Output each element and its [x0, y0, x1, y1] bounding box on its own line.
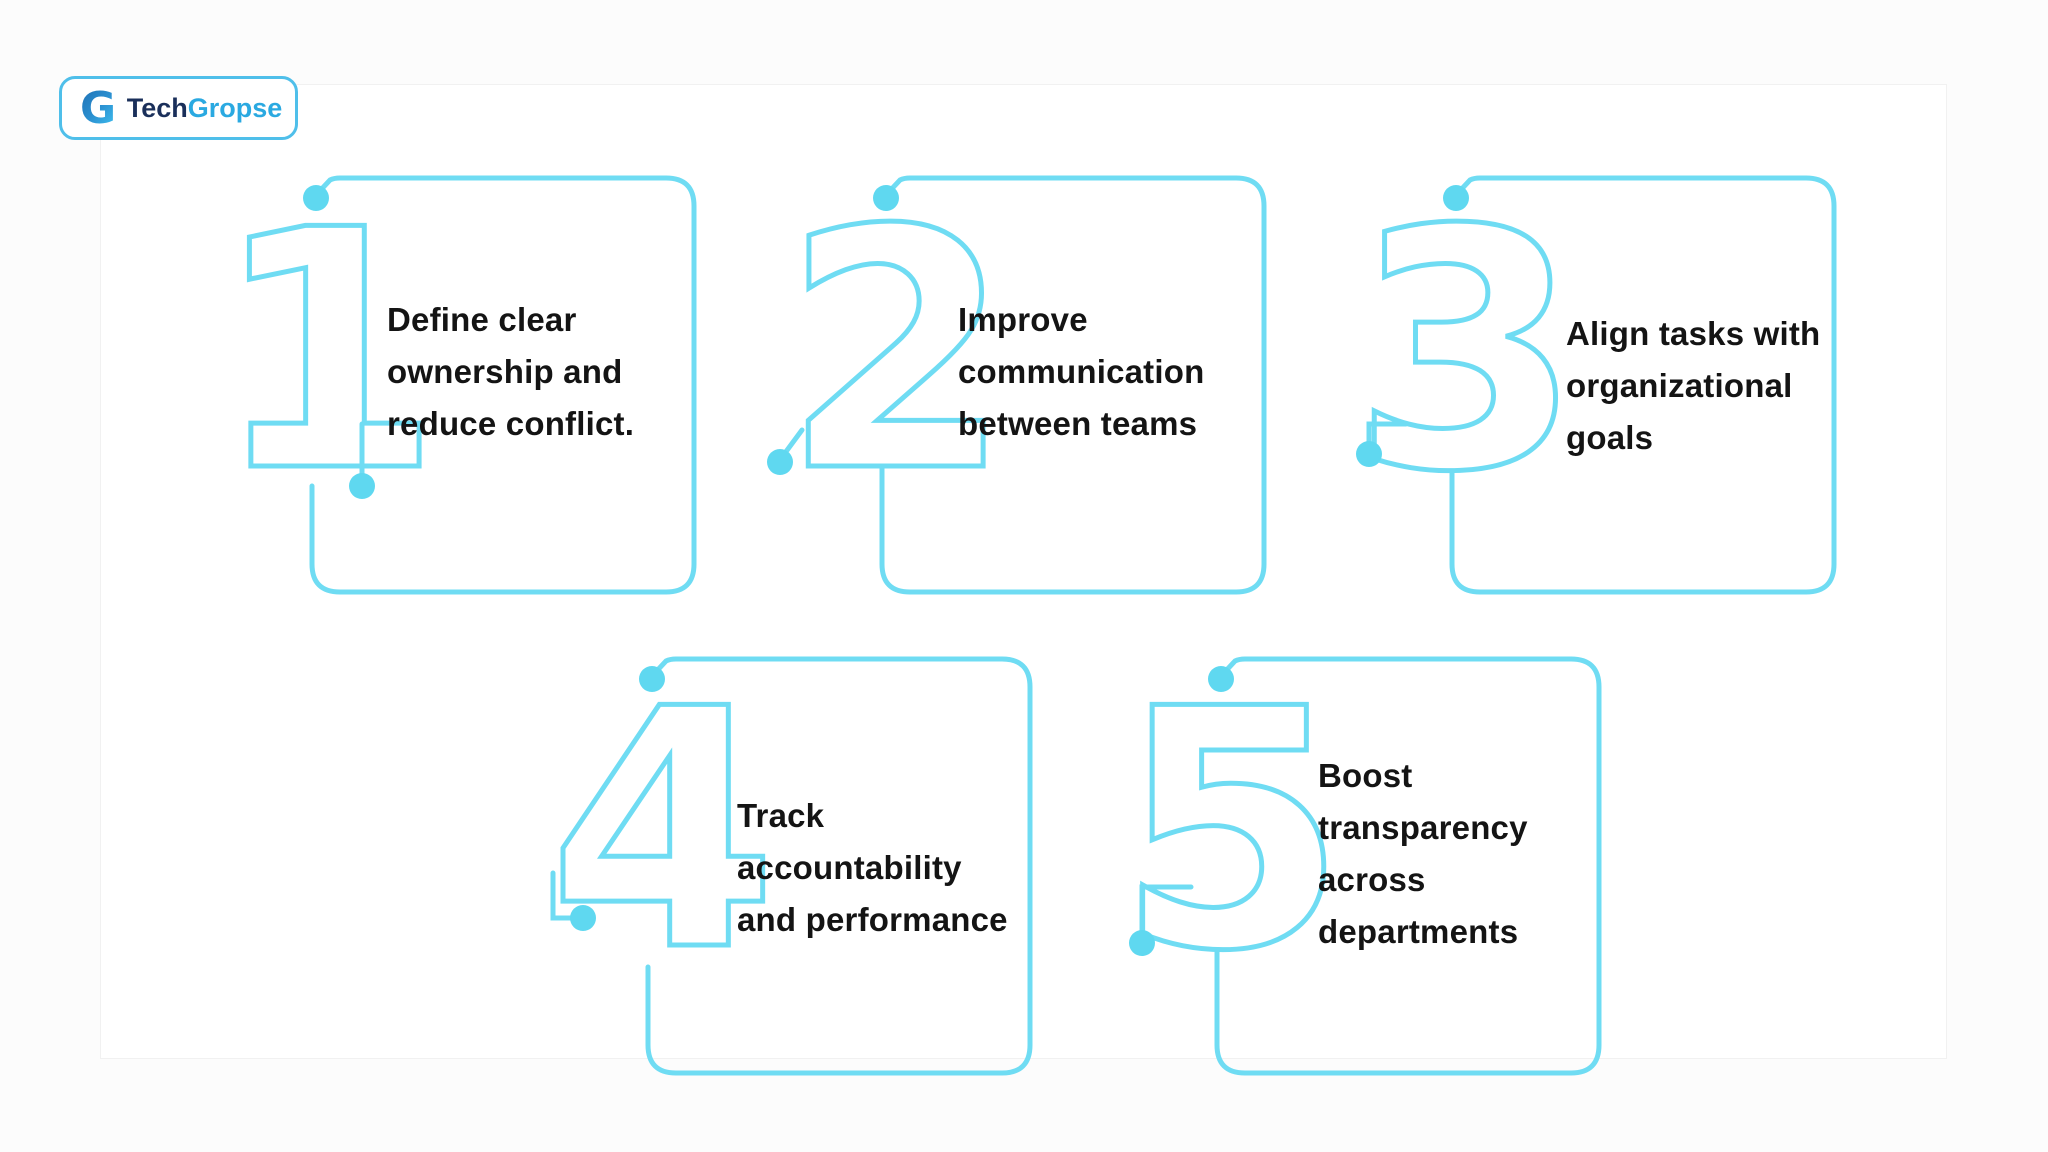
step-text-line: Define clear	[387, 301, 577, 338]
connector-stub-5	[1139, 884, 1194, 936]
connector-dot-end-3	[1356, 441, 1382, 467]
logo-word-tech: Tech	[126, 92, 188, 123]
step-text-line: goals	[1566, 419, 1654, 456]
step-number-5: 5	[1117, 639, 1347, 1023]
connector-dot-end-1	[349, 473, 375, 499]
connector-dot-start-2	[873, 185, 899, 211]
step-text-line: between teams	[958, 405, 1198, 442]
logo-wordmark: TechGropse	[127, 93, 283, 124]
step-box-1: 1	[210, 158, 697, 595]
content-card	[100, 84, 1947, 1059]
connector-dot-end-2	[767, 449, 793, 475]
step-text-line: departments	[1318, 913, 1519, 950]
step-text-2: Improve communication between teams	[958, 294, 1204, 450]
g-mark-letter: G	[80, 83, 116, 133]
step-number-3: 3	[1352, 160, 1582, 544]
step-text-line: reduce conflict.	[387, 405, 635, 442]
step-number-2: 2	[782, 160, 1012, 544]
step-text-line: communication	[958, 353, 1205, 390]
step-box-4: 4	[546, 637, 1033, 1076]
step-text-line: and performance	[737, 901, 1008, 938]
connector-dot-end-5	[1129, 930, 1155, 956]
step-border-4	[645, 656, 1033, 1076]
step-text-line: Boost	[1318, 757, 1413, 794]
step-text-line: across	[1318, 861, 1426, 898]
step-text-1: Define clear ownership and reduce confli…	[387, 294, 634, 450]
step-text-4: Track accountability and performance	[737, 790, 1008, 946]
connector-dot-start-5	[1208, 666, 1234, 692]
step-text-line: accountability	[737, 849, 962, 886]
step-box-5: 5	[1115, 637, 1602, 1076]
step-text-line: Improve	[958, 301, 1088, 338]
connector-dot-start-3	[1443, 185, 1469, 211]
connector-dot-start-1	[303, 185, 329, 211]
connector-stub-4	[550, 870, 577, 921]
step-border-5	[1214, 656, 1602, 1076]
g-mark-icon: G	[80, 83, 116, 133]
connector-stub-2	[782, 427, 805, 456]
logo-word-gropse: Gropse	[187, 92, 283, 123]
connector-dot-start-4	[639, 666, 665, 692]
step-number-4: 4	[548, 639, 778, 1023]
techgropse-logo: G TechGropse	[59, 76, 298, 140]
step-text-line: Track	[737, 797, 825, 834]
connector-dot-end-4	[570, 905, 596, 931]
step-text-3: Align tasks with organizational goals	[1566, 308, 1820, 464]
step-text-5: Boost transparency across departments	[1318, 750, 1528, 958]
step-text-line: Align tasks with	[1566, 315, 1821, 352]
step-border-3	[1449, 175, 1837, 595]
step-box-3: 3	[1350, 158, 1837, 595]
step-text-line: transparency	[1318, 809, 1528, 846]
step-text-line: ownership and	[387, 353, 623, 390]
step-number-1: 1	[212, 160, 442, 544]
connector-stub-3	[1366, 421, 1409, 449]
step-text-line: organizational	[1566, 367, 1793, 404]
step-box-2: 2	[767, 158, 1267, 595]
step-border-1	[309, 175, 697, 595]
step-border-2	[879, 175, 1267, 595]
